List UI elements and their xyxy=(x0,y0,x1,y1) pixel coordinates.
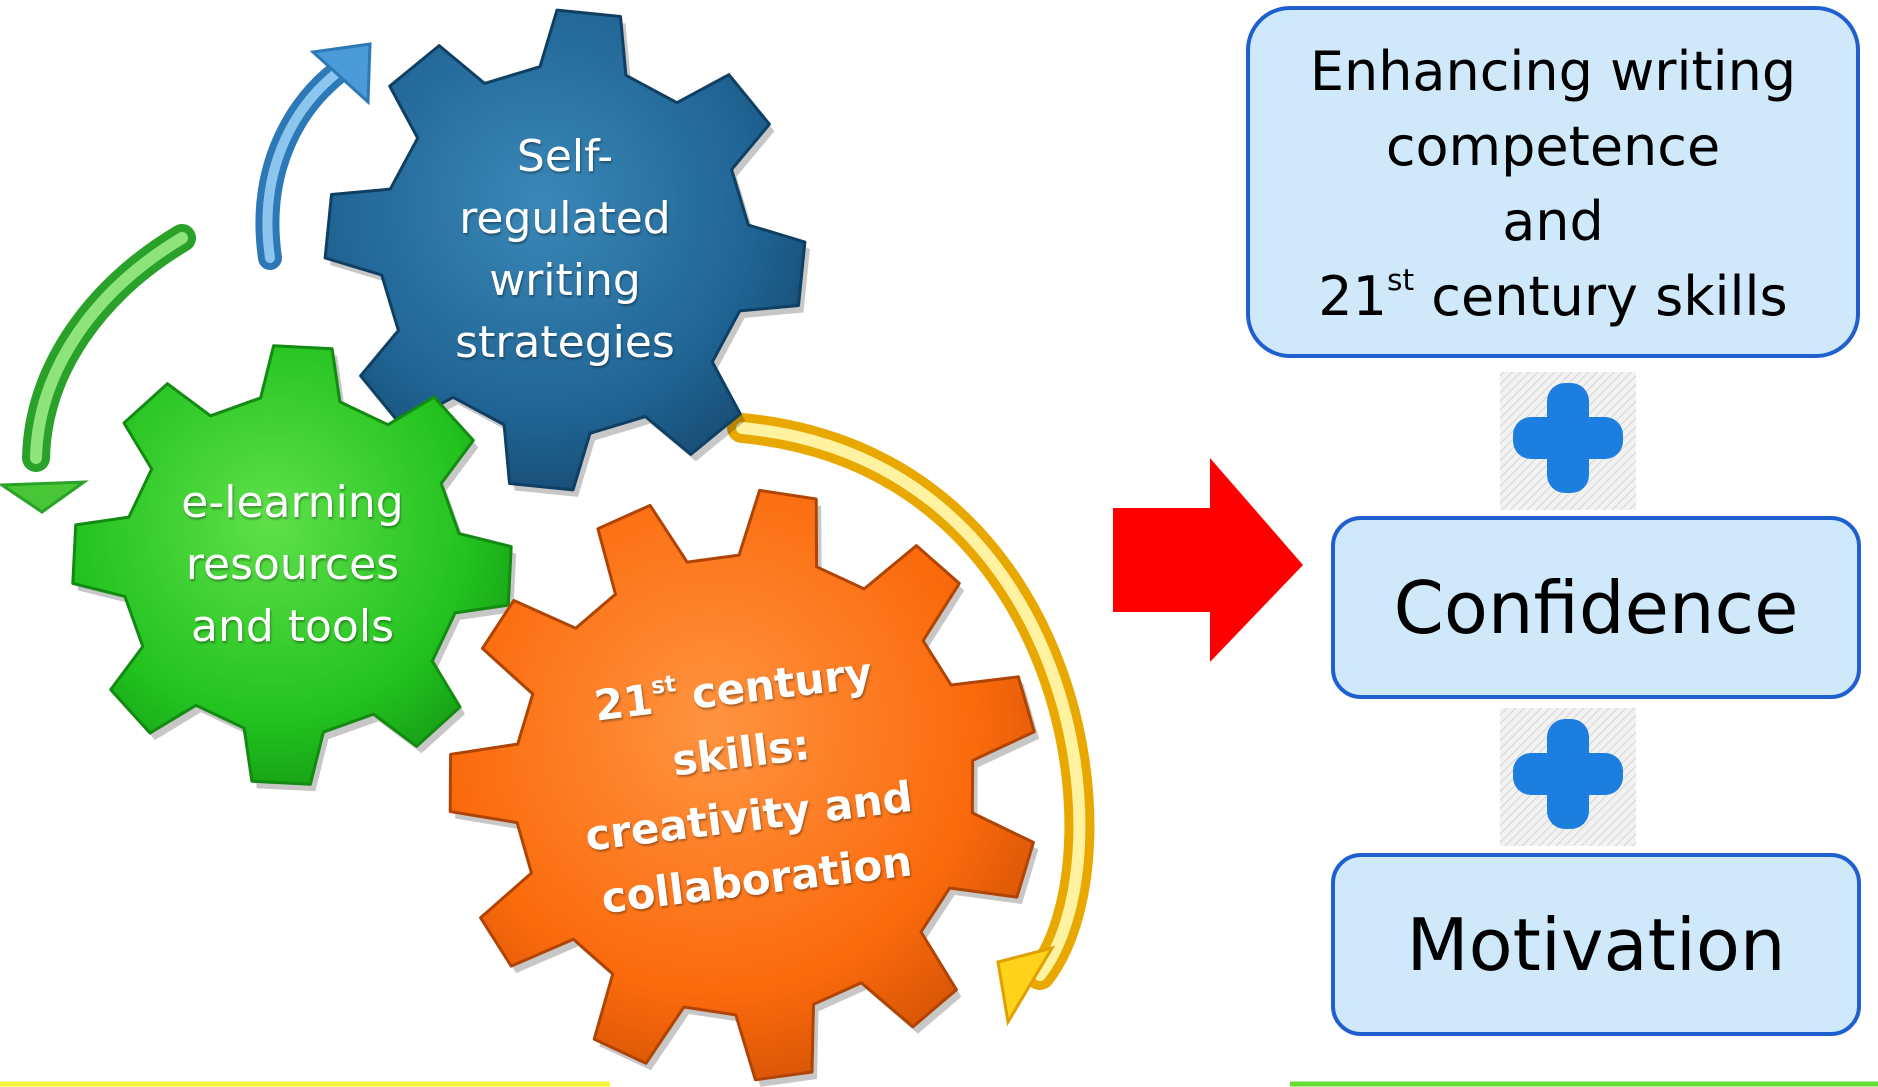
gear-label-line: strategies xyxy=(455,317,675,368)
outcome-text: century skills xyxy=(1414,265,1788,328)
gear-label-superscript: st xyxy=(649,671,678,700)
gear-label-line: Self- xyxy=(516,131,614,182)
gear-elearning xyxy=(71,344,517,792)
outcome-box-confidence: Confidence xyxy=(1331,516,1861,699)
gear-body xyxy=(323,8,807,492)
cycle-arrow-green-head xyxy=(0,480,89,514)
outcome-superscript: st xyxy=(1387,262,1415,298)
plus-icon xyxy=(1500,708,1636,846)
gear-century-label: 21st century skills: creativity and coll… xyxy=(545,628,945,941)
gear-self-regulated-label: Self- regulated writing strategies xyxy=(405,125,725,375)
outcome-line: Enhancing writing xyxy=(1309,40,1797,103)
cycle-arrow-blue-head xyxy=(309,42,372,106)
outcome-line: 21st century skills xyxy=(1318,259,1787,334)
gear-label-line: resources xyxy=(185,539,400,590)
gear-label-line: e-learning xyxy=(181,477,404,528)
gear-self-regulated xyxy=(323,8,810,497)
outcome-number: 21 xyxy=(1318,265,1388,328)
outcome-label: Motivation xyxy=(1406,902,1786,987)
gear-label-line: writing xyxy=(489,255,641,306)
gear-century-skills xyxy=(448,488,1040,1087)
outcome-line: competence xyxy=(1385,115,1721,178)
outcome-box-motivation: Motivation xyxy=(1331,853,1861,1036)
gear-label-number: 21 xyxy=(591,674,656,731)
gear-label-line: and tools xyxy=(190,601,394,652)
gear-label-text: century xyxy=(674,647,875,721)
gear-label-line: regulated xyxy=(459,193,671,244)
outcome-line: and xyxy=(1502,190,1604,253)
result-arrow xyxy=(1113,458,1303,662)
gear-elearning-label: e-learning resources and tools xyxy=(150,470,435,660)
gear-body xyxy=(71,344,513,786)
gear-body xyxy=(448,488,1036,1082)
plus-icon xyxy=(1500,372,1636,510)
outcome-box-competence: Enhancing writing competence and 21st ce… xyxy=(1246,6,1860,358)
outcome-label: Confidence xyxy=(1393,565,1799,650)
cycle-arrow-yellow-head xyxy=(996,945,1056,1027)
